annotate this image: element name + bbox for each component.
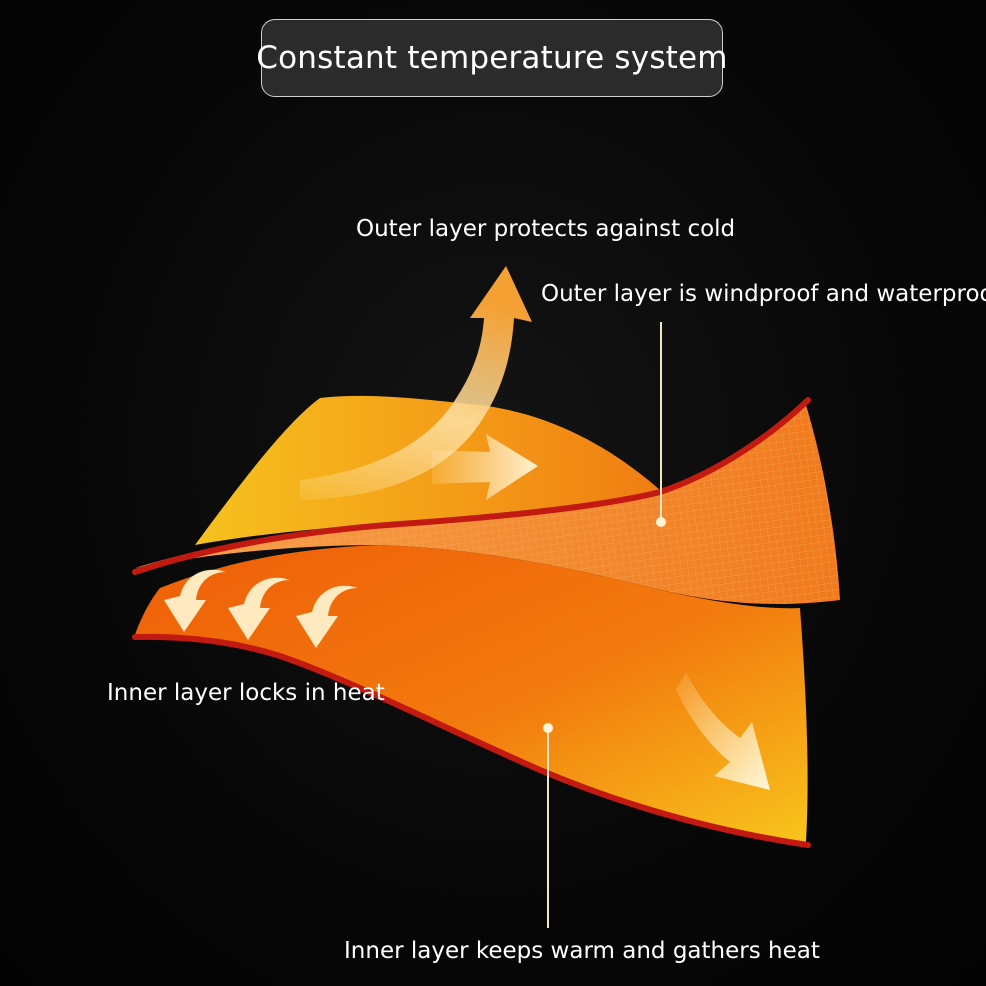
outer-edge-line [132, 397, 811, 575]
label-inner-locks-heat: Inner layer locks in heat [107, 680, 385, 706]
page-title: Constant temperature system [256, 40, 728, 76]
title-box: Constant temperature system [256, 19, 728, 97]
label-outer-windproof: Outer layer is windproof and waterproof [541, 281, 986, 307]
label-inner-keeps-warm: Inner layer keeps warm and gathers heat [344, 938, 820, 964]
leader-outer-wind [656, 322, 666, 527]
curl-down-arrow-icon [296, 585, 358, 648]
curl-down-arrow-icon [164, 569, 226, 632]
inner-edge-line [132, 633, 811, 848]
curved-up-arrow-icon [300, 266, 532, 500]
leader-inner-warm [543, 723, 553, 928]
curl-down-arrow-icon [228, 577, 290, 640]
right-arrow-icon [432, 434, 538, 500]
label-outer-protects-cold: Outer layer protects against cold [356, 216, 736, 242]
down-right-arrow-icon [676, 672, 770, 790]
